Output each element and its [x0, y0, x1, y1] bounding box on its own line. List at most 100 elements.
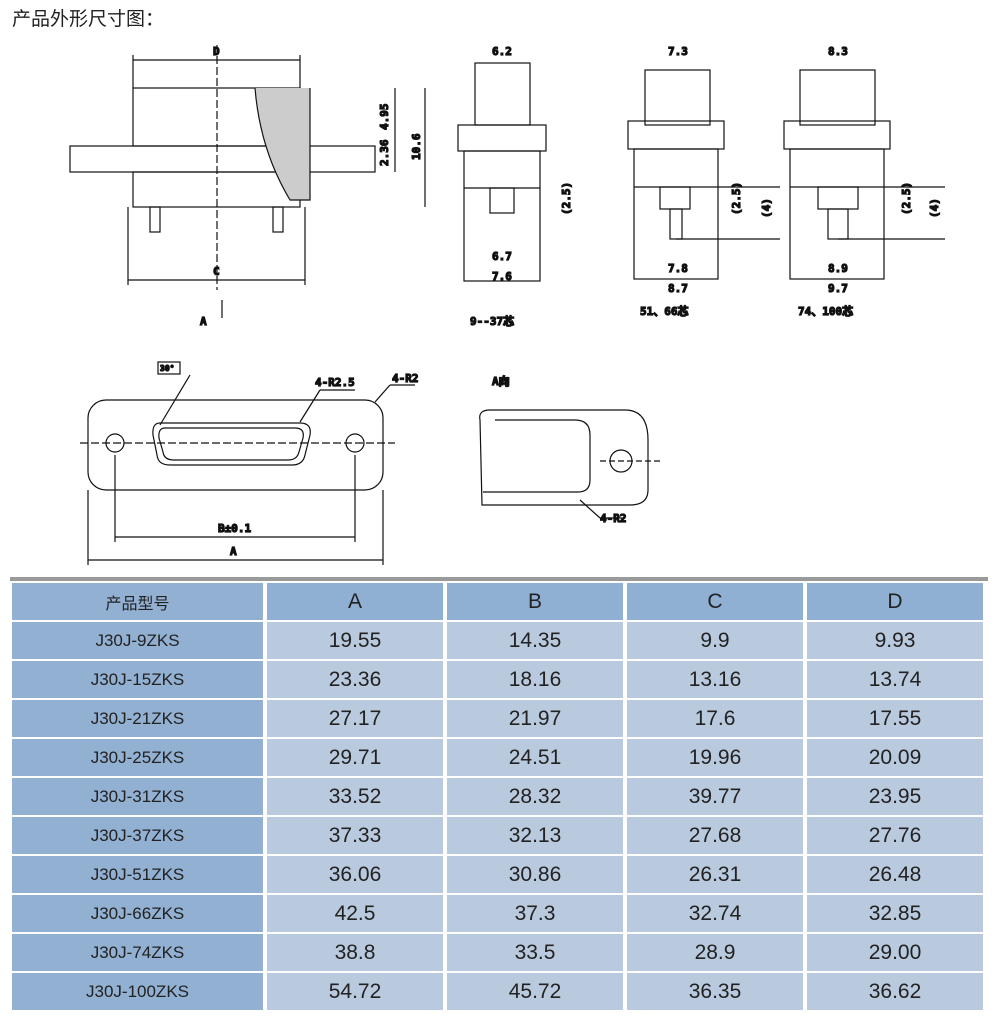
model-cell: J30J-37ZKS	[12, 817, 263, 854]
caption-74-100: 74、100芯	[798, 304, 853, 318]
dim-inner: 6.7	[492, 250, 512, 263]
value-cell: 32.85	[807, 895, 983, 932]
dim-D: D	[213, 45, 220, 58]
value-cell: 32.13	[447, 817, 623, 854]
value-cell: 36.06	[267, 856, 443, 893]
dim-C: C	[213, 265, 220, 278]
dimension-drawing: D C 4.95 2.36 10.6 A 6.2 6.7 7.6 (2.5) 9…	[69, 44, 945, 565]
model-cell: J30J-51ZKS	[12, 856, 263, 893]
value-cell: 37.33	[267, 817, 443, 854]
value-cell: 18.16	[447, 661, 623, 698]
value-cell: 27.68	[627, 817, 803, 854]
value-cell: 20.09	[807, 739, 983, 776]
value-cell: 36.35	[627, 973, 803, 1010]
value-cell: 9.93	[807, 622, 983, 659]
value-cell: 33.5	[447, 934, 623, 971]
value-cell: 13.74	[807, 661, 983, 698]
header-b: B	[447, 583, 623, 620]
value-cell: 23.36	[267, 661, 443, 698]
dim-B: B±0.1	[218, 522, 251, 535]
value-cell: 14.35	[447, 622, 623, 659]
model-cell: J30J-9ZKS	[12, 622, 263, 659]
value-cell: 37.3	[447, 895, 623, 932]
plan-view	[80, 361, 415, 565]
dim-pin: (2.5)	[560, 182, 573, 215]
model-cell: J30J-15ZKS	[12, 661, 263, 698]
model-cell: J30J-25ZKS	[12, 739, 263, 776]
angle-label: 30°	[160, 364, 174, 373]
value-cell: 28.9	[627, 934, 803, 971]
dim-inner: 7.8	[668, 262, 688, 275]
value-cell: 39.77	[627, 778, 803, 815]
dim-inner: 8.9	[828, 262, 848, 275]
dim-top: 7.3	[668, 45, 688, 58]
dim-outer: 9.7	[828, 282, 848, 295]
value-cell: 17.55	[807, 700, 983, 737]
dim-2-36: 2.36	[378, 139, 391, 166]
side-view-9-37	[457, 62, 547, 282]
header-a: A	[267, 583, 443, 620]
dim-top: 8.3	[828, 45, 848, 58]
value-cell: 26.31	[627, 856, 803, 893]
side-view-51-66	[627, 69, 780, 280]
dim-A: A	[230, 545, 237, 558]
value-cell: 27.17	[267, 700, 443, 737]
value-cell: 45.72	[447, 973, 623, 1010]
value-cell: 24.51	[447, 739, 623, 776]
value-cell: 27.76	[807, 817, 983, 854]
dim-10-6: 10.6	[410, 133, 423, 160]
value-cell: 38.8	[267, 934, 443, 971]
a-view-caption: A向	[492, 374, 510, 388]
dim-pin2: (4)	[760, 198, 773, 218]
value-cell: 29.00	[807, 934, 983, 971]
value-cell: 23.95	[807, 778, 983, 815]
table-header-row: 产品型号 A B C D	[10, 581, 988, 620]
caption-51-66: 51、66芯	[640, 304, 689, 318]
value-cell: 42.5	[267, 895, 443, 932]
value-cell: 17.6	[627, 700, 803, 737]
value-cell: 9.9	[627, 622, 803, 659]
page-title: 产品外形尺寸图：	[12, 9, 165, 30]
value-cell: 19.96	[627, 739, 803, 776]
value-cell: 33.52	[267, 778, 443, 815]
value-cell: 19.55	[267, 622, 443, 659]
value-cell: 54.72	[267, 973, 443, 1010]
model-cell: J30J-66ZKS	[12, 895, 263, 932]
value-cell: 32.74	[627, 895, 803, 932]
front-view	[69, 45, 426, 318]
header-c: C	[627, 583, 803, 620]
model-cell: J30J-100ZKS	[12, 973, 263, 1010]
caption-9-37: 9--37芯	[470, 314, 514, 328]
radius-label: 4-R2	[600, 512, 627, 525]
dim-outer: 7.6	[492, 270, 512, 283]
radius-label: 4-R2.5	[315, 376, 355, 389]
a-direction-view	[479, 409, 660, 519]
dim-pin: (2.5)	[730, 182, 743, 215]
value-cell: 30.86	[447, 856, 623, 893]
header-d: D	[807, 583, 983, 620]
value-cell: 13.16	[627, 661, 803, 698]
dim-pin: (2.5)	[900, 182, 913, 215]
view-a-label: A	[200, 315, 207, 328]
radius-label: 4-R2	[392, 372, 419, 385]
value-cell: 21.97	[447, 700, 623, 737]
value-cell: 29.71	[267, 739, 443, 776]
dim-pin2: (4)	[928, 198, 941, 218]
dim-top: 6.2	[492, 45, 512, 58]
dim-4-95: 4.95	[378, 104, 391, 131]
header-model: 产品型号	[12, 583, 263, 620]
value-cell: 26.48	[807, 856, 983, 893]
dim-outer: 8.7	[668, 282, 688, 295]
value-cell: 36.62	[807, 973, 983, 1010]
value-cell: 28.32	[447, 778, 623, 815]
